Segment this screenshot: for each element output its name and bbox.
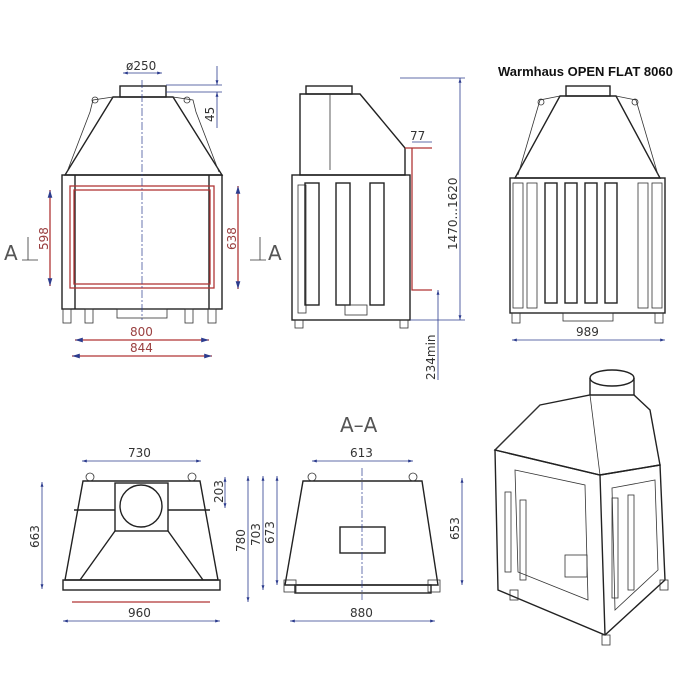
dim-min-base: 234min — [424, 334, 438, 380]
dim-flue-diameter: ø250 — [126, 59, 156, 73]
dim-top-view-width: 960 — [128, 606, 151, 620]
dim-h673: 673 — [263, 521, 277, 544]
top-view: 730 203 663 960 — [28, 446, 227, 623]
section-marker-left: A — [4, 241, 18, 265]
dim-opening-width-outer: 844 — [130, 341, 153, 355]
dim-rear-width: 989 — [576, 325, 599, 339]
dim-section-top-width: 613 — [350, 446, 373, 460]
section-title: A–A — [340, 413, 378, 437]
dim-h653: 653 — [448, 517, 462, 540]
dim-opening-height-inner: 598 — [37, 227, 51, 250]
dim-opening-width-inner: 800 — [130, 325, 153, 339]
dim-top-depth: 663 — [28, 525, 42, 548]
dim-h780: 780 — [234, 529, 248, 552]
dim-total-height: 1470...1620 — [446, 177, 460, 250]
drawing-title: Warmhaus OPEN FLAT 8060 — [498, 64, 673, 79]
section-marker-right: A — [268, 241, 282, 265]
rear-view: 989 — [509, 85, 666, 342]
dim-depth-offset: 77 — [410, 129, 425, 143]
dim-h703: 703 — [249, 523, 263, 546]
front-view: ø250 45 598 638 800 844 A A — [4, 59, 282, 359]
dim-flue-offset: 203 — [212, 480, 226, 503]
dim-top-width: 730 — [128, 446, 151, 460]
dim-flue-height: 45 — [203, 107, 217, 122]
section-view: A–A 613 780 703 673 653 880 — [234, 413, 464, 623]
isometric-view — [493, 369, 669, 646]
dim-opening-height-outer: 638 — [225, 227, 239, 250]
dim-section-width: 880 — [350, 606, 373, 620]
side-view: 77 1470...1620 234min — [291, 77, 465, 380]
